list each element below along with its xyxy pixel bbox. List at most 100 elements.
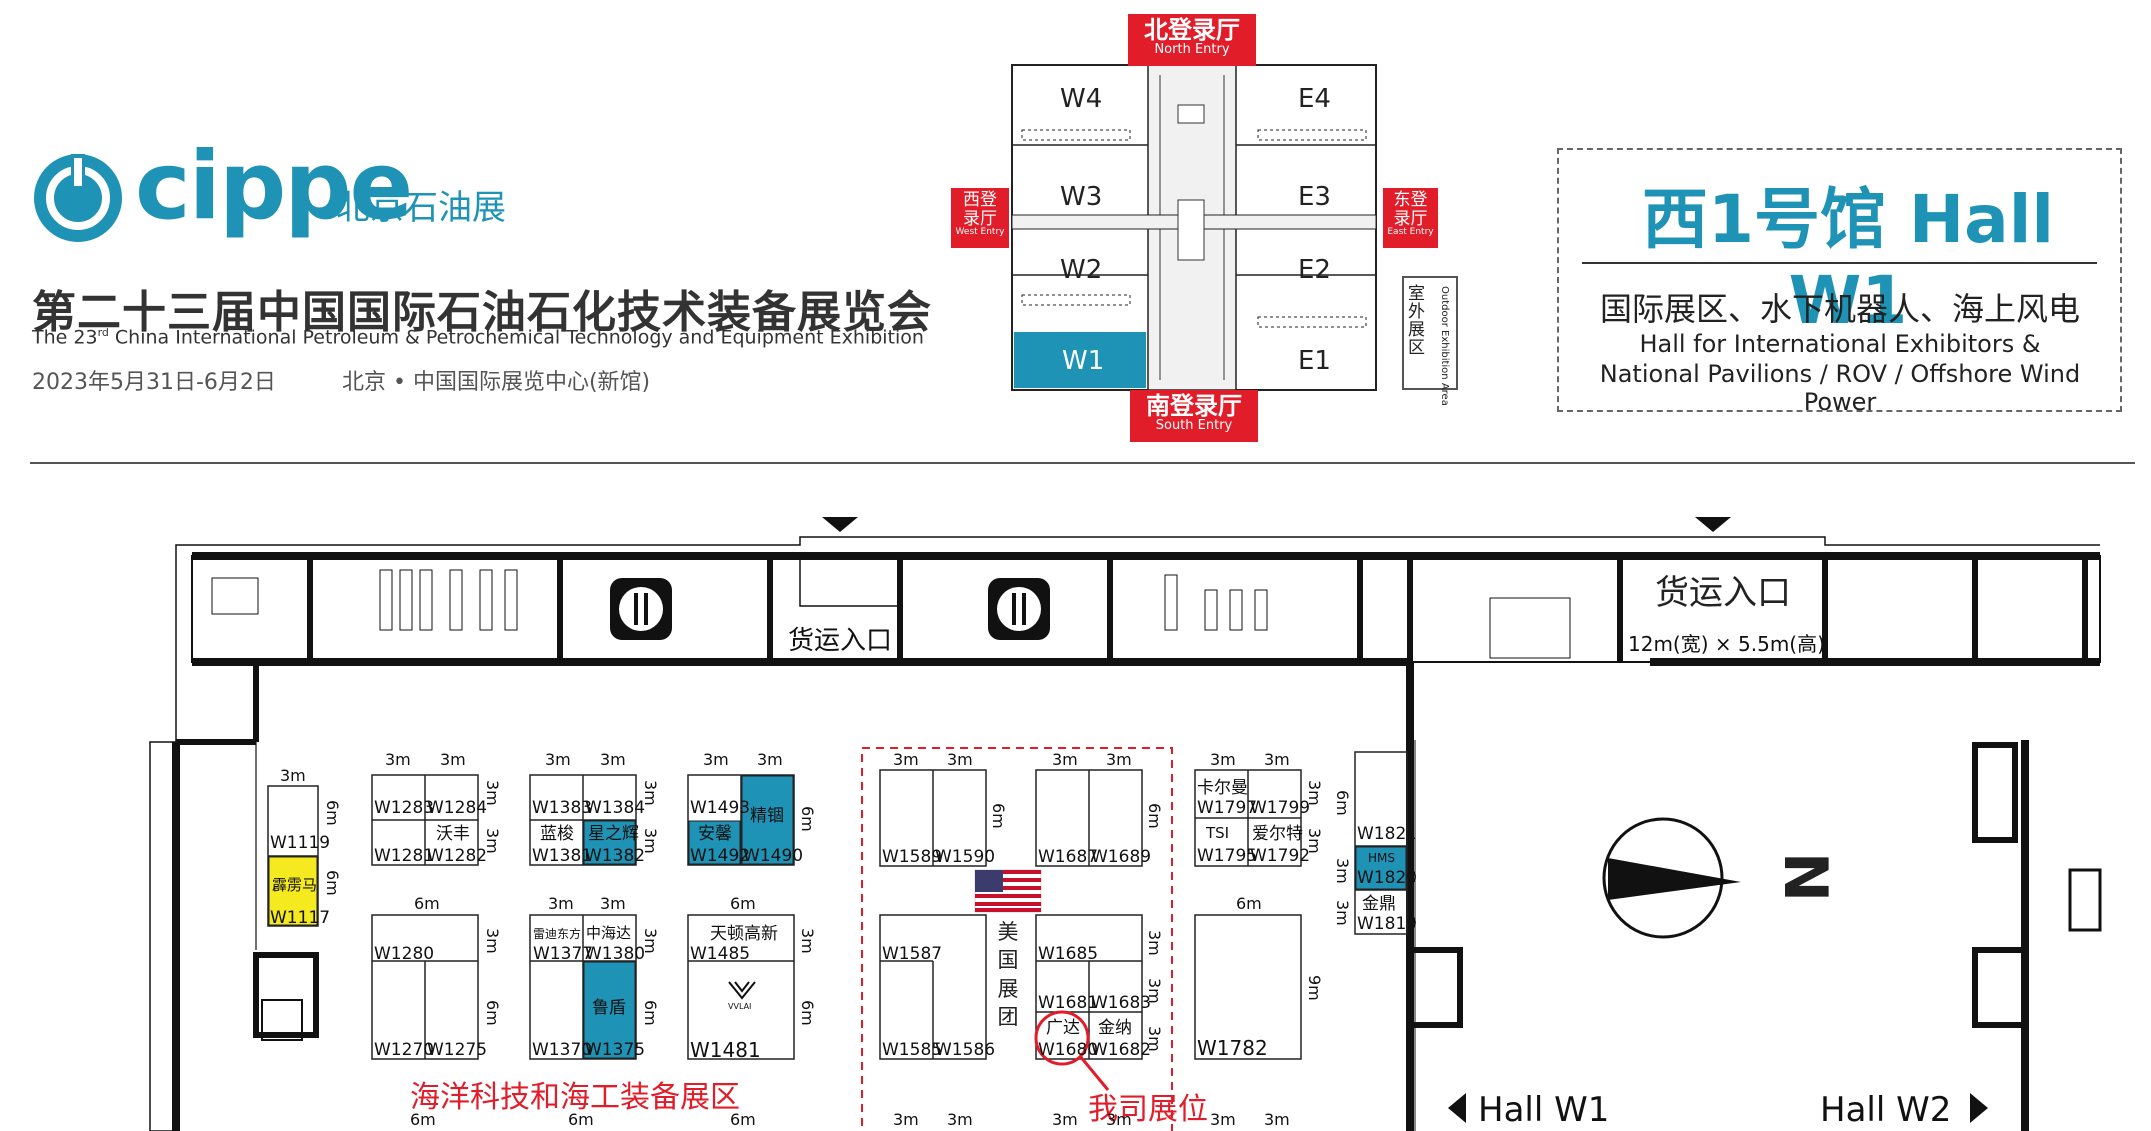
dim-label: 3m	[757, 750, 783, 769]
dim-label: 6m	[1145, 803, 1164, 829]
booth-w1682[interactable]: W1682	[1091, 1040, 1152, 1060]
site-hall-e3: E3	[1298, 182, 1331, 212]
booth-w1370[interactable]: W1370	[532, 1040, 593, 1060]
booth-w1687[interactable]: W1687	[1038, 847, 1099, 867]
booth-w1589[interactable]: W1589	[882, 847, 943, 867]
booth-w1485[interactable]: W1485	[690, 944, 751, 964]
hall-w1-nav-label: Hall W1	[1478, 1090, 1610, 1130]
our-booth-marker	[1034, 1010, 1090, 1066]
booth-w1492[interactable]: W1492	[690, 846, 751, 866]
booth-w1275[interactable]: W1275	[427, 1040, 488, 1060]
our-booth-label: 我司展位	[1088, 1092, 1208, 1127]
site-hall-w1: W1	[1062, 346, 1105, 376]
dim-label: 3m	[703, 750, 729, 769]
booth-w1820[interactable]: W1820	[1357, 868, 1418, 888]
usa-flag-icon	[974, 869, 1042, 913]
exhibition-venue: 北京 • 中国国际展览中心(新馆)	[342, 370, 651, 395]
booth-w1585[interactable]: W1585	[882, 1040, 943, 1060]
booth-w1383[interactable]: W1383	[532, 798, 593, 818]
booth-w1117[interactable]: W1117	[270, 908, 331, 928]
hall-title: 西1号馆 Hall W1	[1642, 181, 2054, 339]
booth-lanjun[interactable]: 蓝梭	[540, 824, 574, 844]
dim-label: 6m	[414, 894, 440, 913]
booth-zhonghaida[interactable]: 中海达	[586, 924, 632, 942]
venue-site-map	[1011, 64, 1377, 391]
booth-w1587[interactable]: W1587	[882, 944, 943, 964]
dim-label: 6m	[568, 1110, 594, 1129]
booth-leidi[interactable]: 雷迪东方	[533, 927, 582, 941]
booth-w1795[interactable]: W1795	[1197, 846, 1258, 866]
site-hall-e2: E2	[1298, 255, 1331, 285]
booth-w1685[interactable]: W1685	[1038, 944, 1099, 964]
west-entry-label: 西登 录厅 West Entry	[951, 188, 1009, 248]
dim-label: 6m	[989, 803, 1008, 829]
booth-w1490[interactable]: W1490	[743, 846, 804, 866]
cargo-entry-size: 12m(宽) × 5.5m(高)	[1628, 632, 1825, 656]
booth-w1119[interactable]: W1119	[270, 833, 331, 853]
dim-label: 3m	[1264, 1110, 1290, 1129]
booth-tiandun[interactable]: 天顿高新	[710, 924, 778, 944]
booth-w1821[interactable]: W1821	[1357, 824, 1418, 844]
hall-w1-floor-plan	[149, 517, 2102, 1131]
booth-w1590[interactable]: W1590	[935, 847, 996, 867]
dim-label: 3m	[798, 928, 817, 954]
booth-w1382[interactable]: W1382	[585, 846, 646, 866]
restaurant-icon	[610, 578, 672, 640]
dim-label: 6m	[483, 1000, 502, 1026]
booth-w1377[interactable]: W1377	[533, 944, 594, 964]
booth-kaerman[interactable]: 卡尔曼	[1197, 778, 1248, 798]
booth-w1281[interactable]: W1281	[374, 846, 435, 866]
dim-label: 6m	[641, 1000, 660, 1026]
booth-w1481[interactable]: W1481	[690, 1038, 761, 1062]
right-arrow-icon	[1970, 1093, 1988, 1123]
booth-w1493[interactable]: W1493	[690, 798, 751, 818]
booth-tsi[interactable]: TSI	[1206, 824, 1230, 842]
vvlai-logo-icon	[727, 980, 757, 1000]
dim-label: 3m	[893, 1110, 919, 1129]
dim-label: 3m	[1264, 750, 1290, 769]
booth-w1282[interactable]: W1282	[427, 846, 488, 866]
dim-label: 3m	[1145, 930, 1164, 956]
dim-label: 3m	[1333, 858, 1352, 884]
booth-jinna[interactable]: 金纳	[1098, 1018, 1132, 1038]
booth-w1270[interactable]: W1270	[374, 1040, 435, 1060]
booth-w1792[interactable]: W1792	[1250, 846, 1311, 866]
site-hall-w4: W4	[1060, 84, 1103, 114]
booth-w1797[interactable]: W1797	[1197, 798, 1258, 818]
booth-guangda[interactable]: 广达	[1046, 1018, 1080, 1038]
booth-w1683[interactable]: W1683	[1091, 993, 1152, 1013]
booth-pilipamu[interactable]: 霹雳马	[272, 876, 318, 894]
booth-w1799[interactable]: W1799	[1250, 798, 1311, 818]
site-hall-e4: E4	[1298, 84, 1331, 114]
entry-arrow-icon	[822, 517, 858, 532]
booth-w1380[interactable]: W1380	[585, 944, 646, 964]
booth-w1280[interactable]: W1280	[374, 944, 435, 964]
booth-w1283[interactable]: W1283	[374, 798, 435, 818]
booth-w1586[interactable]: W1586	[935, 1040, 996, 1060]
booth-w1381[interactable]: W1381	[532, 846, 593, 866]
ocean-zone-label: 海洋科技和海工装备展区	[410, 1080, 740, 1115]
booth-w1819[interactable]: W1819	[1357, 914, 1418, 934]
booth-w1284[interactable]: W1284	[427, 798, 488, 818]
booth-w1681[interactable]: W1681	[1038, 993, 1099, 1013]
booth-w1689[interactable]: W1689	[1091, 847, 1152, 867]
booth-anxin[interactable]: 安馨	[698, 824, 732, 844]
booth-w1782[interactable]: W1782	[1197, 1036, 1268, 1060]
booth-w1375[interactable]: W1375	[585, 1040, 646, 1060]
compass-icon	[1602, 817, 1741, 939]
booth-w1680[interactable]: W1680	[1038, 1040, 1099, 1060]
booth-wofeng[interactable]: 沃丰	[436, 824, 470, 844]
booth-xingzhihui[interactable]: 星之辉	[588, 824, 639, 844]
booth-hms[interactable]: HMS	[1368, 851, 1395, 865]
booth-w1384[interactable]: W1384	[585, 798, 646, 818]
booth-ludun[interactable]: 鲁盾	[592, 998, 626, 1018]
booth-aierte[interactable]: 爱尔特	[1252, 824, 1303, 844]
hall-subtitle-cn: 国际展区、水下机器人、海上风电	[1599, 290, 2080, 328]
booth-jinggu[interactable]: 精锢	[750, 806, 784, 826]
south-entry-label: 南登录厅 South Entry	[1130, 390, 1258, 442]
booth-jinding[interactable]: 金鼎	[1362, 894, 1396, 914]
dim-label: 3m	[600, 750, 626, 769]
exhibition-date: 2023年5月31日-6月2日	[32, 370, 276, 395]
dim-label: 3m	[1333, 900, 1352, 926]
